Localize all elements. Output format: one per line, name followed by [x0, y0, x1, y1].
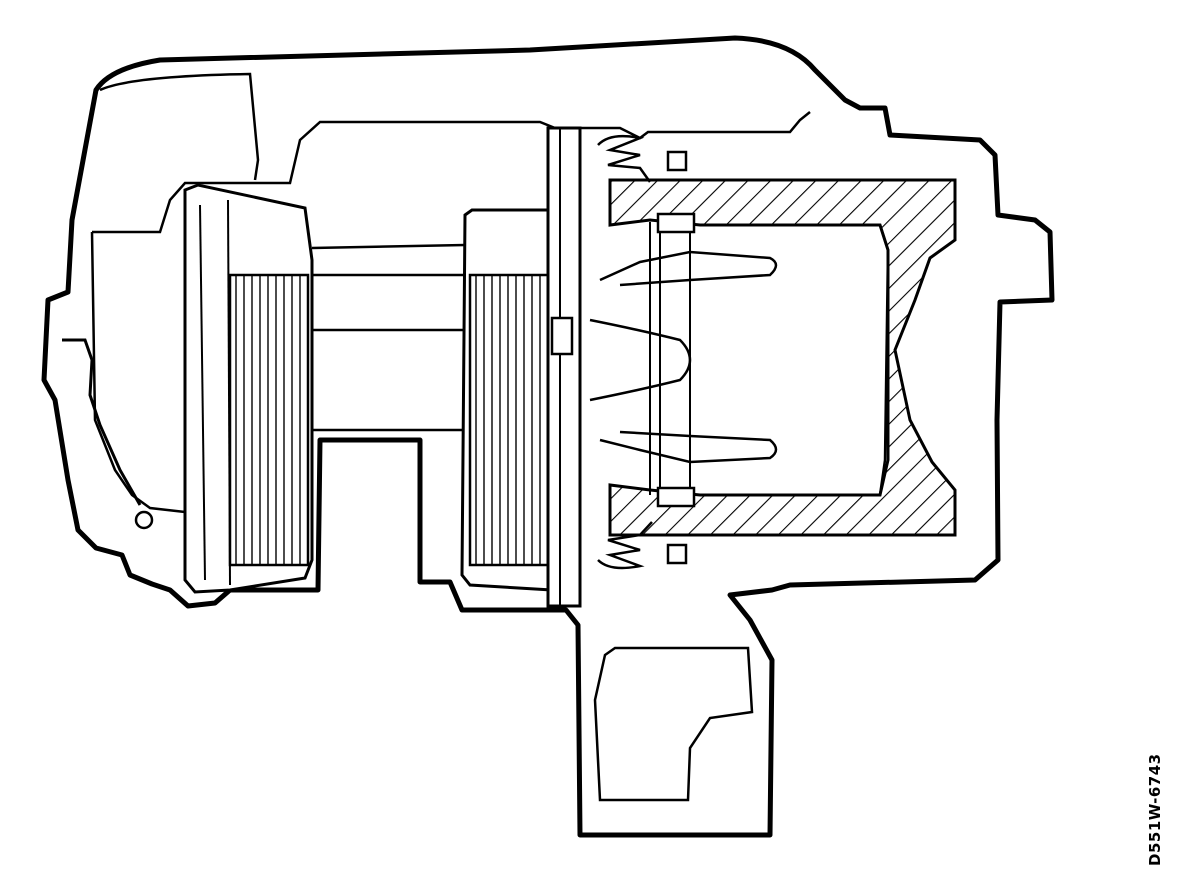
- piston-cap-bottom: [656, 486, 696, 508]
- right-rotor-fins: [468, 273, 550, 567]
- bottom-stud: [666, 543, 688, 565]
- drive-shaft: [311, 243, 466, 432]
- divider-plate: [546, 126, 582, 608]
- lower-spring: [597, 430, 778, 570]
- piston-cap-top: [656, 212, 696, 234]
- inner-casing-top: [92, 111, 811, 234]
- piston-head: [589, 318, 692, 402]
- top-stud: [666, 150, 688, 172]
- cylinder-inner: [700, 223, 890, 497]
- outer-housing: [41, 35, 1055, 838]
- center-hub: [550, 316, 574, 356]
- outlet-box: [593, 646, 754, 802]
- left-bracket: [62, 338, 142, 506]
- left-rotor-fins: [228, 273, 310, 567]
- piston-rod: [649, 222, 691, 495]
- left-bolt: [134, 510, 154, 530]
- upper-spring: [597, 134, 778, 287]
- inner-casing-left: [99, 72, 260, 181]
- drawing-reference-code: D551W-6743: [1146, 753, 1164, 866]
- inner-casing-left-wall: [90, 231, 186, 514]
